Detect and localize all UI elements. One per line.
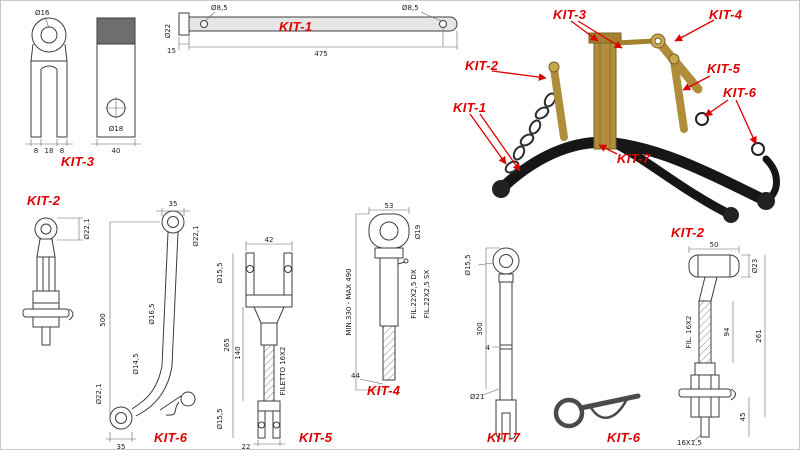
dim-rod-bend-dia: Ø14,5 <box>132 353 140 374</box>
kit1-pin-drawing: Ø22 Ø8,5 Ø8,5 475 15 <box>164 4 458 58</box>
photo-mast-and-links <box>548 32 703 150</box>
dim-pin-length: 475 <box>314 50 327 58</box>
stab-right-dimensions: 50 Ø23 FIL. 16X2 94 261 45 16X1,5 <box>677 241 766 447</box>
photo-label-kit7: KIT-7 <box>617 151 651 166</box>
dim-turnbuckle-inner-length: 140 <box>234 346 242 359</box>
dim-toplink-eye-dia: Ø19 <box>414 225 422 239</box>
stab-left-body <box>22 217 74 346</box>
pin7-dimensions: Ø15,5 300 4 Ø21 <box>464 247 500 401</box>
dim-rod-bot-width: 35 <box>117 443 126 450</box>
kit4-drawing-label: KIT-4 <box>367 383 401 398</box>
linchpin-body <box>553 393 641 429</box>
dim-stab-right-bot-thread: 16X1,5 <box>677 439 702 447</box>
photo-label-kit1: KIT-1 <box>453 100 487 115</box>
turnbuckle-dimensions: 42 Ø15,5 265 140 FILETTO 16X2 Ø15,5 22 <box>216 236 293 450</box>
dim-stab-left-dia: Ø22,1 <box>83 218 91 239</box>
dim-pin-hole-right: Ø8,5 <box>402 4 419 12</box>
dim-toplink-thread-dx: FIL.22X2,5 DX <box>410 269 418 319</box>
kit6-left-drawing-label: KIT-6 <box>154 430 188 445</box>
dim-rod-top-dia: Ø22,1 <box>192 225 200 246</box>
kit4-toplink-drawing: 53 Ø19 MIN.330 - MAX 490 FIL.22X2,5 DX F… <box>345 202 431 391</box>
photo-label-kit5: KIT-5 <box>707 61 741 76</box>
dim-fork-leg-left: 8 <box>34 147 38 155</box>
dim-turnbuckle-top-dia: Ø15,5 <box>216 262 224 283</box>
rod-dimensions: 35 Ø22,1 500 Ø16,5 Ø14,5 Ø22,1 35 <box>96 200 200 450</box>
turnbuckle-body <box>245 252 293 439</box>
dim-rod-bot-dia: Ø22,1 <box>96 383 103 404</box>
dim-rod-top-width: 35 <box>169 200 178 208</box>
dim-turnbuckle-bot-dia: Ø15,5 <box>216 408 224 429</box>
assembly-photo <box>469 19 780 223</box>
dim-toplink-thread-sx: FIL.22X2,5 SX <box>423 270 431 319</box>
dim-pin-head-dia: Ø22 <box>164 24 172 38</box>
toplink-dimensions: 53 Ø19 MIN.330 - MAX 490 FIL.22X2,5 DX F… <box>345 202 431 391</box>
dim-toplink-bot-width: 44 <box>351 372 360 380</box>
photo-label-kit2: KIT-2 <box>465 58 499 73</box>
dim-pin7-ring-dia: Ø15,5 <box>464 254 472 275</box>
photo-label-kit6: KIT-6 <box>723 85 757 100</box>
kit7-pin-drawing: Ø15,5 300 4 Ø21 <box>464 247 520 440</box>
dim-turnbuckle-bot-width: 22 <box>242 443 251 450</box>
dim-pin-hole-left: Ø8,5 <box>211 4 228 12</box>
photo-callout-arrows <box>469 19 757 172</box>
kit2-left-drawing: Ø22,1 <box>22 217 91 346</box>
dim-fork-eye-dia: Ø16 <box>35 9 50 17</box>
dim-turnbuckle-thread: FILETTO 16X2 <box>279 347 287 396</box>
dim-rod-dia: Ø16,5 <box>148 303 156 324</box>
pin7-body <box>492 247 520 440</box>
fork-side-view <box>96 17 136 138</box>
dim-fork-leg-right: 8 <box>60 147 64 155</box>
kit5-turnbuckle-drawing: 42 Ø15,5 265 140 FILETTO 16X2 Ø15,5 22 <box>216 236 293 450</box>
dim-rod-length: 500 <box>99 313 107 326</box>
kit3-drawing-label: KIT-3 <box>61 154 95 169</box>
dim-pin7-groove: 4 <box>486 344 491 352</box>
dim-fork-gap: 18 <box>45 147 54 155</box>
rod-linch-pin <box>159 391 196 416</box>
dim-stab-right-thread-len: 94 <box>723 327 731 336</box>
stab-left-dimensions: Ø22,1 <box>57 217 91 241</box>
kit1-drawing-label: KIT-1 <box>279 19 313 34</box>
dim-stab-right-top-width: 50 <box>710 241 719 249</box>
kit2-right-drawing-label: KIT-2 <box>671 225 705 240</box>
dim-stab-right-dia: Ø23 <box>751 259 759 273</box>
kit6-rod-drawing: 35 Ø22,1 500 Ø16,5 Ø14,5 Ø22,1 35 <box>96 200 200 450</box>
dim-pin7-length: 300 <box>476 322 484 335</box>
fork-front-dimensions: Ø16 8 18 8 <box>25 9 73 155</box>
pin-dimensions: Ø22 Ø8,5 Ø8,5 475 15 <box>164 4 458 58</box>
dim-pin-head-len: 15 <box>167 47 176 55</box>
kit5-drawing-label: KIT-5 <box>299 430 333 445</box>
kit2-left-drawing-label: KIT-2 <box>27 193 61 208</box>
dim-pin7-shaft-dia: Ø21 <box>470 393 484 401</box>
dim-turnbuckle-top-width: 42 <box>265 236 274 244</box>
fork-side-dimensions: Ø18 40 <box>91 125 141 155</box>
kit2-right-drawing: 50 Ø23 FIL. 16X2 94 261 45 16X1,5 <box>677 241 766 447</box>
photo-pins-and-balls <box>492 112 775 223</box>
kit6-linchpin-drawing <box>553 393 641 429</box>
dim-stab-right-thread: FIL. 16X2 <box>685 316 693 349</box>
dim-stab-right-total-len: 261 <box>755 329 763 342</box>
dim-turnbuckle-length: 265 <box>223 338 231 351</box>
photo-label-kit3: KIT-3 <box>553 7 587 22</box>
dim-toplink-range: MIN.330 - MAX 490 <box>345 268 353 335</box>
toplink-body <box>368 213 410 381</box>
kit3-fork-drawing: Ø16 8 18 8 Ø18 40 <box>25 9 141 155</box>
stab-right-body <box>678 254 740 438</box>
kit7-drawing-label: KIT-7 <box>487 430 521 445</box>
rod-body <box>109 210 185 430</box>
dim-stab-right-bottom-len: 45 <box>739 413 747 422</box>
fork-front-view <box>30 17 68 138</box>
dim-fork-width: 40 <box>112 147 121 155</box>
dim-toplink-top-width: 53 <box>385 202 394 210</box>
pin-body <box>178 12 458 36</box>
photo-chain <box>504 92 557 174</box>
dim-fork-hole-dia: Ø18 <box>109 125 123 133</box>
kit6-right-drawing-label: KIT-6 <box>607 430 641 445</box>
photo-label-kit4: KIT-4 <box>709 7 743 22</box>
